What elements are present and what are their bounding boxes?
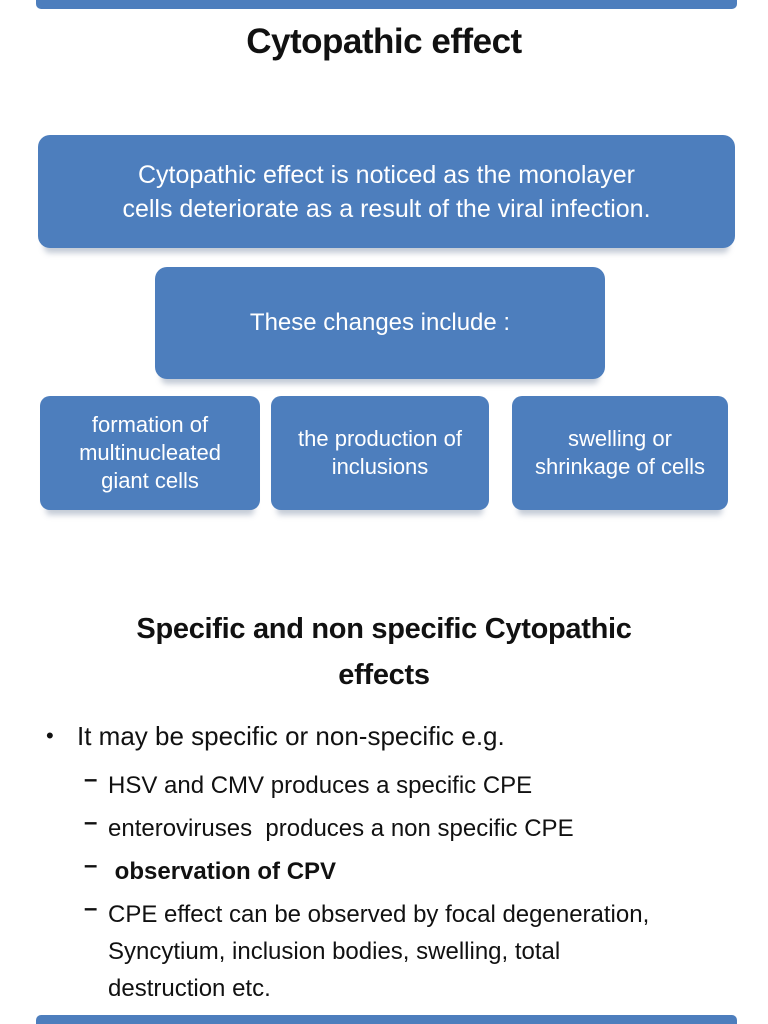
change-box-inclusions: the production of inclusions: [271, 396, 489, 510]
change-box-swelling: swelling or shrinkage of cells: [512, 396, 728, 510]
sub-bullet-hsv-cmv: HSV and CMV produces a specific CPE: [108, 772, 533, 799]
slide1-title: Cytopathic effect: [246, 22, 522, 61]
next-slide-edge-bar: [36, 1015, 737, 1024]
dash-bullet-icon: –: [84, 766, 98, 793]
bullet-dot-icon: •: [46, 723, 54, 748]
change-box-giant-cells: formation of multinucleated giant cells: [40, 396, 260, 510]
intro-text-box: Cytopathic effect is noticed as the mono…: [38, 135, 735, 248]
previous-slide-edge-bar: [36, 0, 737, 9]
slide2-title: Specific and non specific Cytopathic eff…: [136, 613, 632, 691]
dash-bullet-icon: –: [84, 809, 98, 836]
sub-bullet-cpe-effect: CPE effect can be observed by focal dege…: [108, 901, 650, 1002]
sub-bullet-enteroviruses: enteroviruses produces a non specific CP…: [108, 815, 574, 842]
main-bullet-text: It may be specific or non-specific e.g.: [77, 721, 505, 751]
dash-bullet-icon: –: [84, 895, 98, 922]
sub-bullet-observation-cpv: observation of CPV: [108, 858, 337, 885]
dash-bullet-icon: –: [84, 852, 98, 879]
changes-include-box: These changes include :: [155, 267, 605, 379]
